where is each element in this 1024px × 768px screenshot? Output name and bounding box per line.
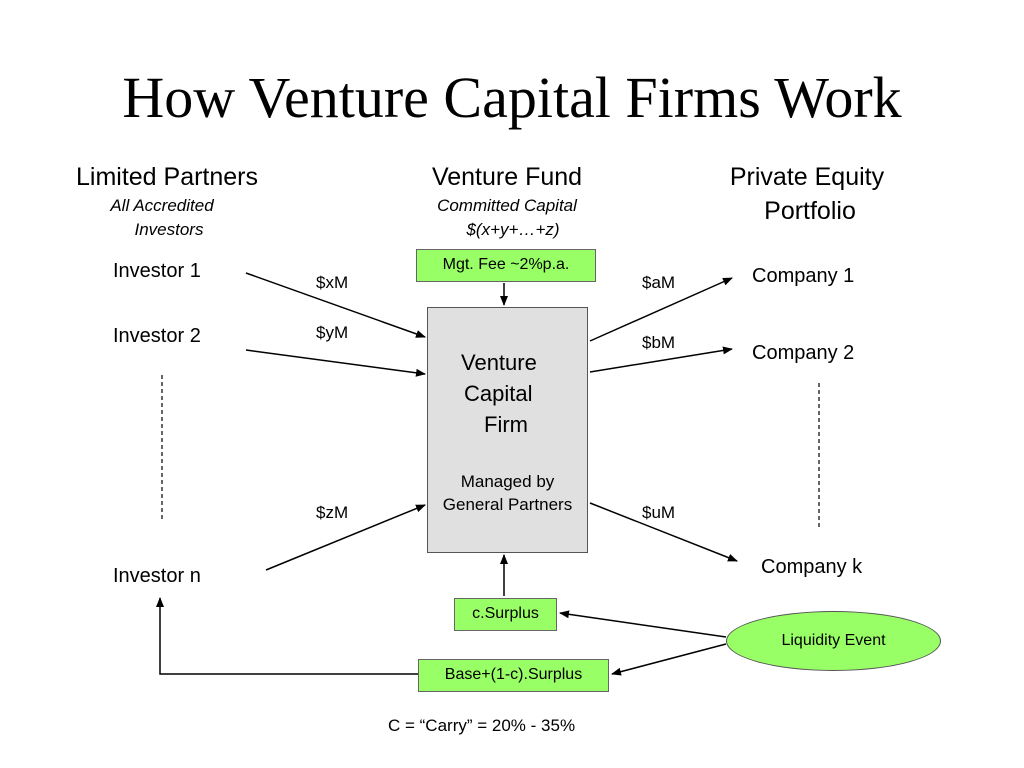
arrow-base-to-investorn xyxy=(156,597,418,675)
venture-fund-sub-1: Committed Capital xyxy=(437,196,577,215)
flow-label-ym: $yM xyxy=(316,323,349,342)
arrow-investor1-to-firm xyxy=(245,272,426,338)
arrow-liquidity-to-base xyxy=(611,643,727,676)
private-equity-heading-1: Private Equity xyxy=(729,163,885,191)
vc-firm-general-partners: General Partners xyxy=(442,495,573,514)
liquidity-event-ellipse: Liquidity Event xyxy=(726,611,941,671)
company-2-label: Company 2 xyxy=(752,342,855,364)
private-equity-heading-2: Portfolio xyxy=(764,197,856,225)
investor-2-label: Investor 2 xyxy=(113,325,201,347)
flow-label-um: $uM xyxy=(642,503,676,522)
flow-label-xm: $xM xyxy=(316,273,349,292)
investor-n-label: Investor n xyxy=(113,565,201,587)
investor-1-label: Investor 1 xyxy=(113,260,201,282)
company-1-label: Company 1 xyxy=(752,265,855,287)
flow-label-am: $aM xyxy=(642,273,676,292)
arrow-liquidity-to-csurplus xyxy=(559,610,727,638)
arrow-investor2-to-firm xyxy=(245,349,426,377)
venture-capital-firm-box: Venture Capital Firm Managed by General … xyxy=(427,307,588,553)
vc-firm-line-3: Firm xyxy=(484,412,528,437)
company-k-label: Company k xyxy=(761,556,863,578)
vc-firm-managed-by: Managed by xyxy=(460,472,555,491)
venture-fund-sub-2: $(x+y+…+z) xyxy=(466,220,560,239)
limited-partners-heading: Limited Partners xyxy=(75,163,259,191)
c-surplus-box: c.Surplus xyxy=(454,598,557,631)
limited-partners-sub-2: Investors xyxy=(134,220,204,239)
flow-label-zm: $zM xyxy=(316,503,349,522)
base-surplus-box: Base+(1-c).Surplus xyxy=(418,659,609,692)
carry-note: C = “Carry” = 20% - 35% xyxy=(388,716,576,735)
limited-partners-sub-1: All Accredited xyxy=(110,196,214,215)
venture-fund-heading: Venture Fund xyxy=(431,163,583,191)
flow-label-bm: $bM xyxy=(642,333,676,352)
arrow-firm-to-companyk xyxy=(589,502,738,562)
page-title: How Venture Capital Firms Work xyxy=(122,65,902,130)
vc-firm-line-2: Capital xyxy=(464,381,533,406)
arrow-firm-to-company1 xyxy=(589,277,733,342)
vc-firm-line-1: Venture xyxy=(461,350,537,375)
mgt-fee-box: Mgt. Fee ~2%p.a. xyxy=(416,249,596,282)
arrow-firm-to-company2 xyxy=(589,346,733,373)
arrow-investorn-to-firm xyxy=(265,504,426,571)
